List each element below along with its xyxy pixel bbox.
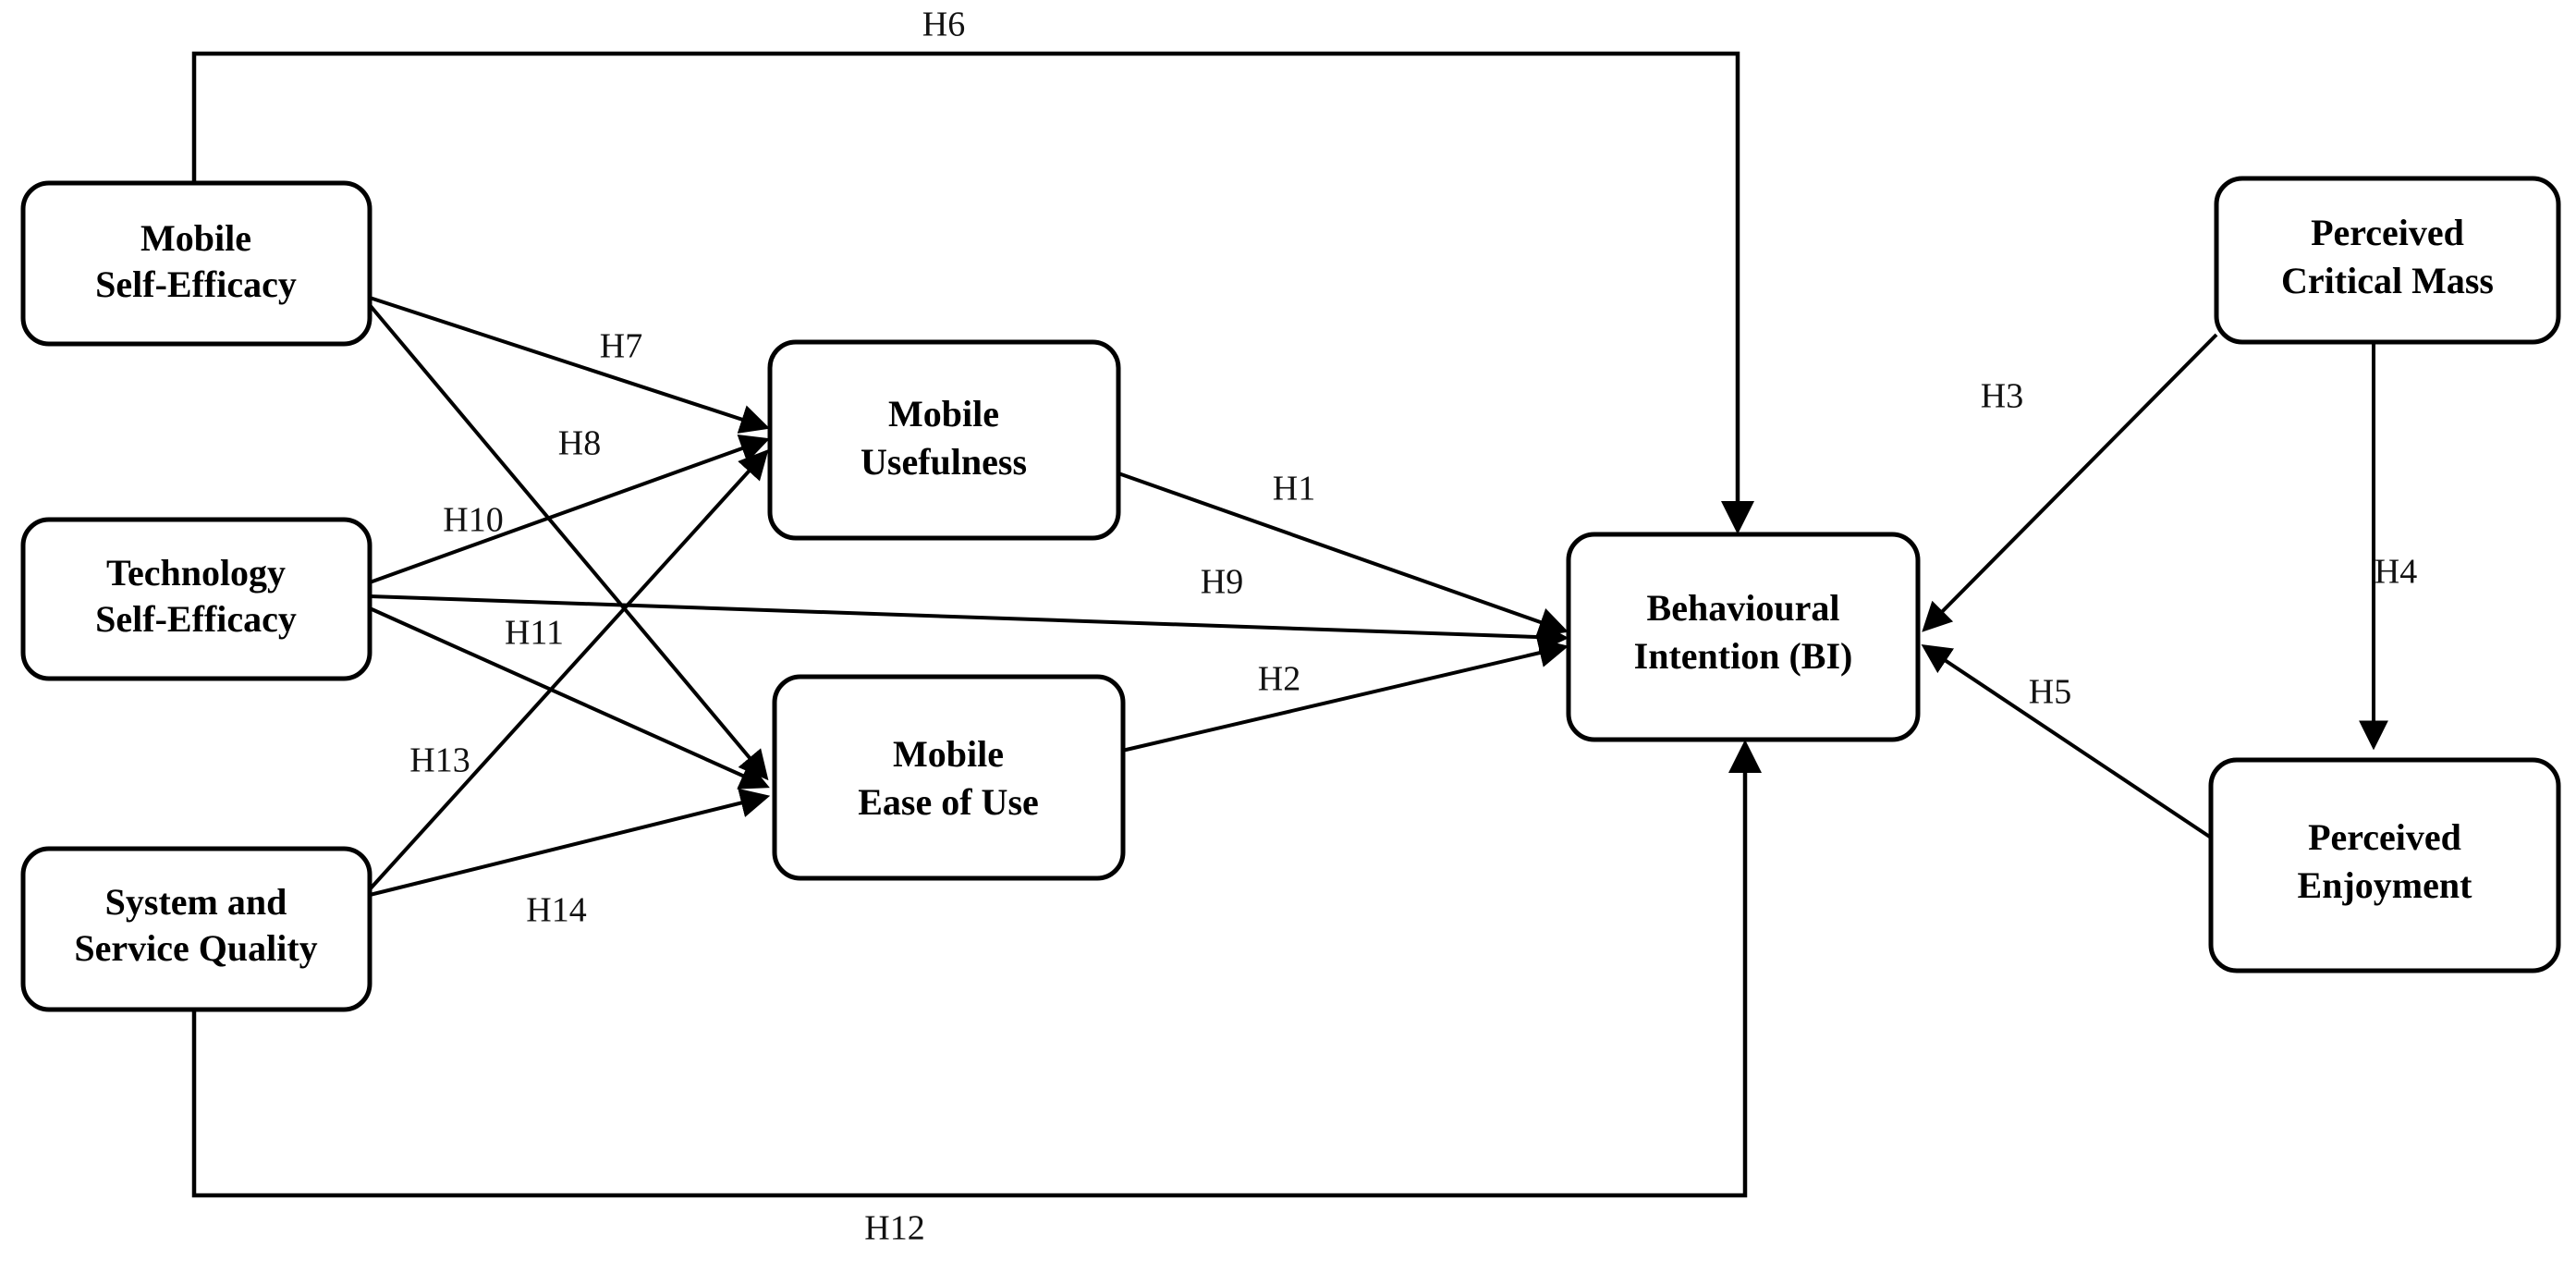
edge-h12	[191, 740, 1762, 1198]
node-label-technology-self-efficacy-line1: Technology	[106, 552, 286, 594]
node-mobile-usefulness[interactable]: Mobile Usefulness	[767, 339, 1121, 541]
edge-h13	[368, 449, 769, 891]
hypothesis-label-h3: H3	[1981, 377, 2023, 416]
hypothesis-label-h14: H14	[526, 891, 586, 930]
node-label-perceived-enjoyment-line1: Perceived	[2308, 816, 2461, 858]
node-label-perceived-enjoyment-line2: Enjoyment	[2298, 864, 2473, 906]
hypothesis-label-h9: H9	[1201, 563, 1243, 602]
hypothesis-label-group: H6 H7 H8 H10 H11 H13 H14 H1 H9 H2 H3 H4 …	[409, 6, 2417, 1248]
node-label-perceived-critical-mass-line1: Perceived	[2311, 212, 2464, 253]
node-label-mobile-self-efficacy-line2: Self-Efficacy	[95, 263, 297, 305]
edge-h1	[1117, 471, 1569, 637]
node-box-perceived-critical-mass[interactable]	[2214, 176, 2561, 345]
edge-h3	[1922, 333, 2218, 632]
hypothesis-label-h1: H1	[1273, 470, 1315, 508]
node-behavioural-intention[interactable]: Behavioural Intention (BI)	[1566, 532, 1921, 742]
node-label-behavioural-intention-line1: Behavioural	[1647, 587, 1840, 629]
node-label-perceived-critical-mass-line2: Critical Mass	[2281, 260, 2494, 301]
hypothesis-label-h2: H2	[1258, 660, 1300, 699]
edge-h9	[369, 594, 1569, 653]
hypothesis-label-h11: H11	[505, 614, 564, 653]
hypothesis-label-h13: H13	[409, 741, 470, 780]
node-box-system-and-service-quality[interactable]	[20, 846, 372, 1012]
hypothesis-label-h5: H5	[2029, 673, 2071, 712]
node-label-behavioural-intention-line2: Intention (BI)	[1634, 635, 1853, 677]
node-label-technology-self-efficacy-line2: Self-Efficacy	[95, 598, 297, 640]
node-perceived-critical-mass[interactable]: Perceived Critical Mass	[2214, 176, 2561, 345]
edge-h2	[1121, 638, 1569, 753]
node-label-system-and-service-quality-line1: System and	[105, 881, 287, 923]
node-technology-self-efficacy[interactable]: Technology Self-Efficacy	[20, 517, 372, 681]
hypothesis-label-h10: H10	[443, 501, 503, 540]
edge-h11	[369, 606, 770, 790]
node-label-system-and-service-quality-line2: Service Quality	[74, 927, 317, 969]
node-box-mobile-ease-of-use[interactable]	[772, 674, 1126, 881]
node-mobile-self-efficacy[interactable]: Mobile Self-Efficacy	[20, 180, 372, 347]
edge-h7	[369, 296, 771, 434]
node-label-mobile-ease-of-use-line1: Mobile	[893, 733, 1004, 775]
node-label-mobile-usefulness-line1: Mobile	[888, 393, 999, 435]
node-perceived-enjoyment[interactable]: Perceived Enjoyment	[2208, 757, 2561, 973]
node-mobile-ease-of-use[interactable]: Mobile Ease of Use	[772, 674, 1126, 881]
node-label-mobile-ease-of-use-line2: Ease of Use	[858, 781, 1039, 823]
edge-group	[191, 51, 2388, 1198]
hypothesis-label-h6: H6	[922, 6, 965, 44]
node-system-and-service-quality[interactable]: System and Service Quality	[20, 846, 372, 1012]
edge-h5	[1921, 644, 2218, 843]
edge-h6	[191, 51, 1754, 534]
hypothesis-label-h7: H7	[600, 327, 642, 366]
hypothesis-label-h4: H4	[2375, 553, 2417, 592]
hypothesis-label-h12: H12	[864, 1209, 924, 1248]
node-box-behavioural-intention[interactable]	[1566, 532, 1921, 742]
edge-h14	[369, 788, 771, 897]
edge-h8	[368, 303, 769, 781]
node-box-mobile-usefulness[interactable]	[767, 339, 1121, 541]
node-box-perceived-enjoyment[interactable]	[2208, 757, 2561, 973]
node-box-mobile-self-efficacy[interactable]	[20, 180, 372, 347]
node-label-mobile-usefulness-line2: Usefulness	[861, 441, 1027, 483]
edge-h10	[369, 434, 771, 584]
node-label-mobile-self-efficacy-line1: Mobile	[140, 217, 251, 259]
hypothesis-label-h8: H8	[558, 424, 601, 463]
node-box-technology-self-efficacy[interactable]	[20, 517, 372, 681]
node-group: Mobile Self-Efficacy Technology Self-Eff…	[20, 176, 2561, 1012]
